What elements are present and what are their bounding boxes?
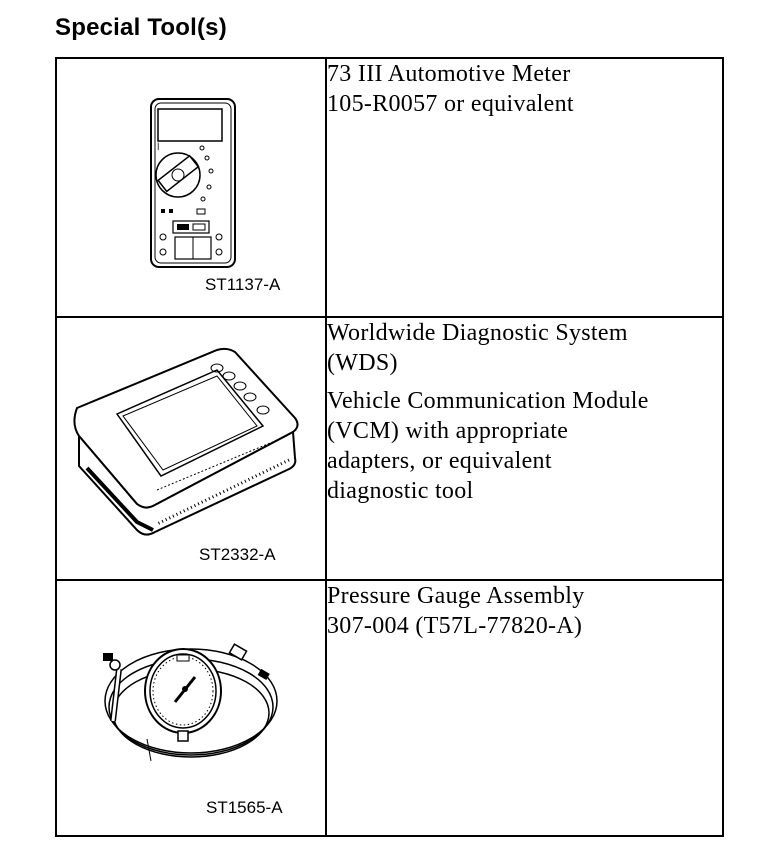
tool-id-label: ST1565-A <box>206 798 283 817</box>
description-line: Vehicle Communication Module <box>327 388 649 414</box>
tool-row: ST2332-A Worldwide Diagnostic System (WD… <box>55 316 724 581</box>
tool-description: 73 III Automotive Meter 105-R0057 or equ… <box>327 59 722 119</box>
page-heading: Special Tool(s) <box>55 14 227 41</box>
pressure-gauge-icon <box>103 643 278 762</box>
tool-description-cell: Worldwide Diagnostic System (WDS) Vehicl… <box>325 316 724 581</box>
svg-text:ꟾ: ꟾ <box>157 142 159 152</box>
tool-description: Worldwide Diagnostic System (WDS) <box>327 318 722 378</box>
tool-row: ST1565-A Pressure Gauge Assembly 307-004… <box>55 579 724 837</box>
tool-image-cell: ST1565-A <box>55 579 327 837</box>
description-line: 307-004 (T57L-77820-A) <box>327 613 583 639</box>
description-line: diagnostic tool <box>327 478 474 504</box>
description-line: 105-R0057 or equivalent <box>327 91 574 117</box>
description-line: (VCM) with appropriate <box>327 418 569 444</box>
tool-description-cell: 73 III Automotive Meter 105-R0057 or equ… <box>325 57 724 318</box>
tool-description-cell: Pressure Gauge Assembly 307-004 (T57L-77… <box>325 579 724 837</box>
special-tools-table: ꟾ ST1137-A <box>55 57 724 837</box>
description-line: adapters, or equivalent <box>327 448 552 474</box>
diagnostic-system-icon <box>73 347 299 536</box>
tool-description: Vehicle Communication Module (VCM) with … <box>327 386 722 506</box>
tool-id-label: ST1137-A <box>205 275 281 294</box>
tool-description: Pressure Gauge Assembly 307-004 (T57L-77… <box>327 581 722 641</box>
tool-image-cell: ꟾ ST1137-A <box>55 57 327 318</box>
description-line: Pressure Gauge Assembly <box>327 583 585 609</box>
tool-id-label: ST2332-A <box>199 545 276 564</box>
description-line: Worldwide Diagnostic System <box>327 320 628 346</box>
automotive-meter-icon: ꟾ <box>150 98 236 268</box>
description-line: (WDS) <box>327 350 398 376</box>
tool-row: ꟾ ST1137-A <box>55 57 724 318</box>
description-line: 73 III Automotive Meter <box>327 61 571 87</box>
tool-image-cell: ST2332-A <box>55 316 327 581</box>
